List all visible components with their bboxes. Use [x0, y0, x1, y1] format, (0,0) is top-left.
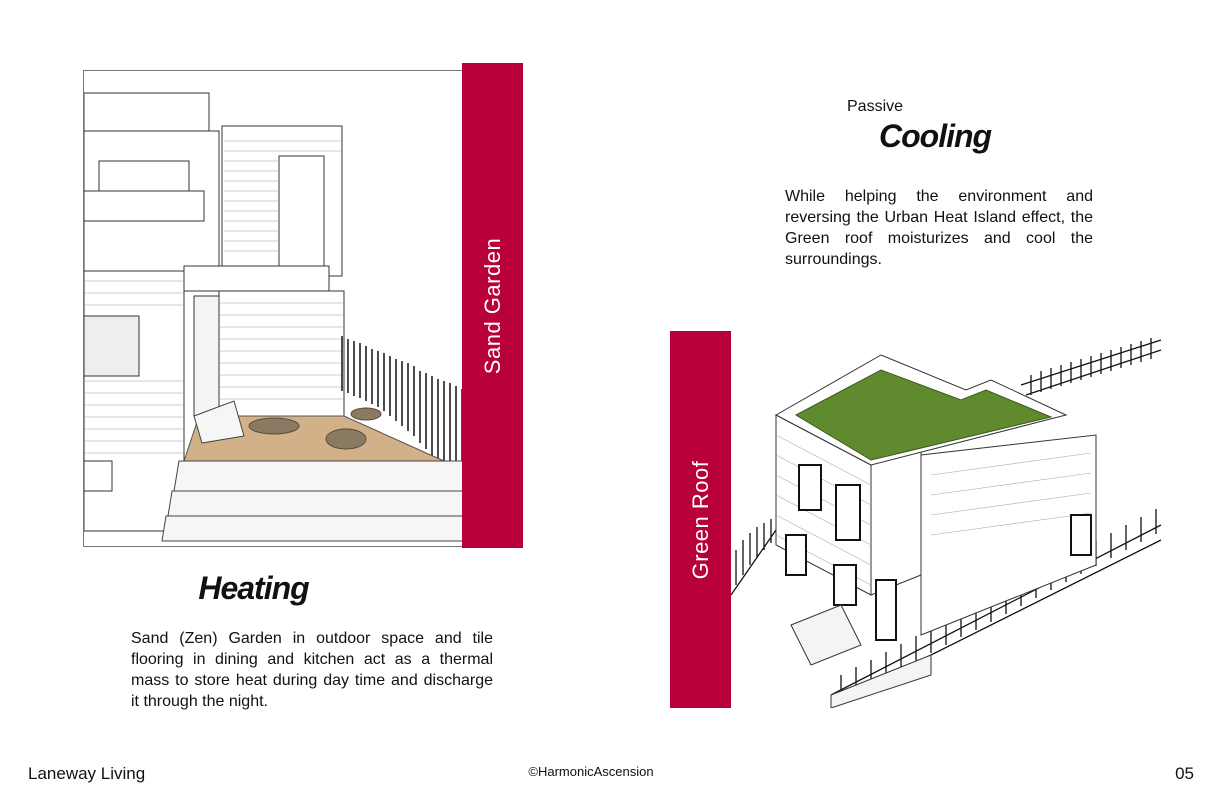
footer-copyright: ©HarmonicAscension: [528, 764, 654, 779]
green-roof-illustration: [730, 335, 1165, 709]
green-roof-label-bar: Green Roof: [670, 331, 731, 708]
sand-garden-label: Sand Garden: [479, 237, 505, 374]
heating-title: Heating: [198, 570, 309, 606]
sand-garden-illustration: [83, 70, 464, 547]
heating-description: Sand (Zen) Garden in outdoor space and t…: [131, 630, 493, 710]
passive-kicker: Passive: [847, 98, 904, 115]
footer-page-number: 05: [1175, 764, 1194, 783]
green-roof-label: Green Roof: [687, 460, 713, 579]
cooling-description: While helping the environment and revers…: [785, 188, 1093, 268]
sand-garden-label-bar: Sand Garden: [462, 63, 523, 548]
cooling-title: Cooling: [879, 118, 992, 154]
footer-project-name: Laneway Living: [28, 764, 146, 783]
